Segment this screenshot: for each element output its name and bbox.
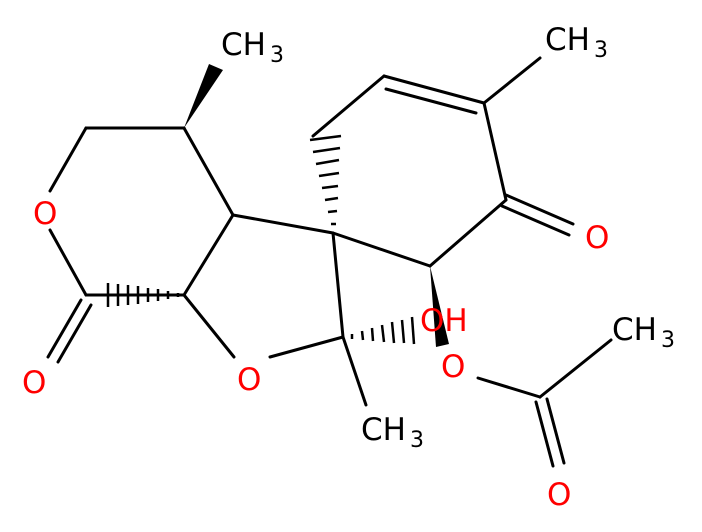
bond-ketone-double-1 (504, 193, 575, 226)
bond-ketone-c-chOAc (428, 198, 508, 268)
bond-c2-ch3 (341, 335, 368, 407)
bond-o-c2 (268, 335, 345, 359)
lactone-carbonyl-oxygen: O (22, 365, 46, 401)
wedge-c4-ch3 (184, 64, 223, 128)
svg-text:3: 3 (410, 428, 424, 453)
hash-c2-oh (350, 316, 416, 345)
svg-text:3: 3 (661, 328, 675, 353)
bond-c3a-cspiro (231, 213, 335, 235)
methyl-bottom: CH 3 (361, 412, 424, 453)
bond-ch2-ch-ring (311, 74, 386, 138)
svg-text:3: 3 (270, 43, 284, 68)
bond-ch-double-b (384, 87, 478, 115)
bond-acetyl-double-2 (545, 397, 566, 465)
bond-c3a-c7a (182, 213, 235, 297)
hash-cspiro-ch2 (309, 134, 342, 226)
methyl-acetyl: CH 3 (612, 312, 675, 353)
hash-c7a-carbonyl (106, 283, 180, 307)
ester-oxygen: O (441, 349, 465, 385)
bond-ketone-double-2 (500, 204, 571, 237)
bond-c-me-ketone (482, 101, 508, 202)
bonds (46, 56, 613, 468)
hydroxyl-group: OH (420, 303, 468, 339)
bond-cspiro-chOAc (331, 231, 432, 268)
svg-text:CH: CH (361, 412, 406, 448)
ketone-oxygen: O (585, 220, 609, 256)
bond-c-o-double-2 (56, 303, 93, 364)
bond-c-ch3-top (482, 56, 542, 105)
wedge-chOAc-o (430, 266, 449, 347)
bond-ch-double-a (382, 74, 486, 105)
bond-acetyl-double-1 (534, 400, 555, 468)
bond-ch2-o (48, 126, 88, 193)
methyl-top-left: CH 3 (221, 27, 284, 68)
lactone-ring-oxygen: O (33, 196, 57, 232)
stereo-wedges (184, 64, 449, 347)
svg-text:3: 3 (594, 38, 608, 63)
svg-text:CH: CH (545, 22, 590, 58)
bond-o-c-acetyl (476, 376, 542, 399)
atom-labels: O O O O OH O O CH 3 CH 3 CH 3 CH 3 (22, 22, 675, 513)
hashed-wedges (106, 134, 416, 345)
bond-c7a-o (182, 293, 236, 359)
bond-c4-c3a (182, 126, 235, 217)
bond-o-c-carbonyl (48, 228, 88, 297)
svg-text:CH: CH (221, 27, 266, 63)
methyl-top-right: CH 3 (545, 22, 608, 63)
bond-c-acetyl-ch3 (538, 338, 613, 399)
furan-ring-oxygen: O (237, 362, 261, 398)
bond-c-o-double-1 (46, 298, 83, 359)
acetyl-carbonyl-oxygen: O (547, 477, 571, 513)
bond-c2-cspiro (331, 231, 345, 339)
svg-text:CH: CH (612, 312, 657, 348)
